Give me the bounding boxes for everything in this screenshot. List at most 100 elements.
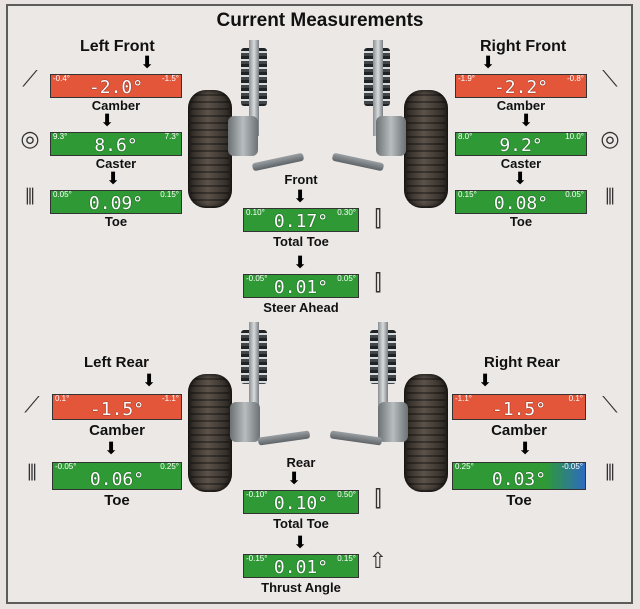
left-rear-camber-arrow-icon: ⬇ [142, 371, 157, 390]
rear-total-toe-arrow-icon: ⬇ [287, 469, 302, 488]
rear-total-toe-value: 0.10° [273, 493, 329, 514]
rear-center-header: Rear [286, 455, 316, 470]
left-rear-camber-max: -1.1° [162, 394, 179, 403]
front-left-knuckle [228, 116, 258, 156]
front-total-toe-value: 0.17° [273, 211, 329, 232]
right-front-caster-min: 8.0° [458, 132, 473, 141]
left-front-camber-value: -2.0° [88, 77, 144, 98]
right-front-camber-arrow-icon: ⬇ [481, 53, 496, 72]
thrust-angle-arrow-icon: ⬇ [293, 533, 308, 552]
right-rear-toe-min: 0.25° [455, 462, 474, 471]
wheel-toe-icon: ⫴ [25, 184, 35, 209]
wheel-camber-icon: ⟍ [602, 392, 618, 417]
right-front-caster-label: Caster [500, 156, 542, 171]
front-total-toe-max: 0.30° [337, 208, 356, 217]
left-front-caster-value: 8.6° [94, 135, 138, 156]
left-front-caster-gauge: ⬇ 9.3° 7.3° 8.6° [50, 112, 182, 156]
rear-total-toe-max: 0.50° [337, 490, 356, 499]
front-left-strut [249, 40, 259, 136]
left-front-toe-value: 0.09° [88, 193, 144, 214]
left-front-toe-bar: 0.05° 0.15° 0.09° [50, 190, 182, 214]
rear-total-toe-gauge: ⬇ -0.10° 0.50° 0.10° [243, 470, 359, 514]
right-front-camber-max: -0.8° [567, 74, 584, 83]
wheel-caster-icon: ◎ [20, 126, 40, 151]
front-total-toe-min: 0.10° [246, 208, 265, 217]
right-rear-toe-gauge: ⬇ 0.25° -0.05° 0.03° [452, 440, 586, 490]
left-rear-camber-value: -1.5° [89, 399, 145, 420]
front-right-knuckle [376, 116, 406, 156]
wheel-caster-icon: ◎ [600, 126, 620, 151]
right-rear-camber-min: -1.1° [455, 394, 472, 403]
steer-ahead-label: Steer Ahead [263, 300, 339, 315]
right-rear-camber-value: -1.5° [491, 399, 547, 420]
right-front-caster-max: 10.0° [565, 132, 584, 141]
right-front-toe-min: 0.15° [458, 190, 477, 199]
right-front-toe-bar: 0.15° 0.05° 0.08° [455, 190, 587, 214]
thrust-angle-min: -0.15° [246, 554, 268, 563]
steer-ahead-bar: -0.05° 0.05° 0.01° [243, 274, 359, 298]
left-rear-camber-gauge: ⬇ 0.1° -1.1° -1.5° [52, 372, 182, 420]
rear-right-strut [378, 322, 388, 422]
left-front-toe-arrow-icon: ⬇ [106, 169, 121, 188]
left-rear-toe-bar: -0.05° 0.25° 0.06° [52, 462, 182, 490]
right-rear-camber-max: 0.1° [568, 394, 583, 403]
right-rear-camber-bar: -1.1° 0.1° -1.5° [452, 394, 586, 420]
wheel-camber-icon: ⟍ [602, 66, 618, 91]
left-front-camber-label: Camber [91, 98, 141, 113]
page-title: Current Measurements [216, 10, 424, 31]
steer-ahead-max: 0.05° [337, 274, 356, 283]
left-front-header: Left Front [80, 38, 155, 55]
left-front-caster-min: 9.3° [53, 132, 68, 141]
left-rear-toe-value: 0.06° [89, 469, 145, 490]
right-front-toe-label: Toe [509, 214, 533, 229]
left-rear-camber-min: 0.1° [55, 394, 70, 403]
left-rear-toe-label: Toe [104, 492, 130, 509]
thrust-angle-gauge: ⬇ -0.15° 0.15° 0.01° [243, 534, 359, 578]
thrust-angle-bar: -0.15° 0.15° 0.01° [243, 554, 359, 578]
wheel-toe-icon: ⫴ [605, 460, 615, 485]
left-front-toe-max: 0.15° [160, 190, 179, 199]
left-front-caster-bar: 9.3° 7.3° 8.6° [50, 132, 182, 156]
right-front-caster-arrow-icon: ⬇ [519, 111, 534, 130]
thrust-angle-icon: ⇧ [368, 548, 388, 573]
left-front-caster-label: Caster [95, 156, 137, 171]
left-rear-toe-arrow-icon: ⬇ [104, 439, 119, 458]
wheel-camber-icon: ⟋ [22, 66, 38, 91]
right-front-toe-arrow-icon: ⬇ [513, 169, 528, 188]
rear-right-tire [404, 374, 448, 492]
right-rear-toe-label: Toe [506, 492, 532, 509]
wheel-camber-icon: ⟋ [24, 392, 40, 417]
right-rear-toe-arrow-icon: ⬇ [518, 439, 533, 458]
right-rear-camber-gauge: ⬇ -1.1° 0.1° -1.5° [452, 372, 586, 420]
right-front-camber-value: -2.2° [493, 77, 549, 98]
right-front-camber-bar: -1.9° -0.8° -2.2° [455, 74, 587, 98]
rear-total-toe-bar: -0.10° 0.50° 0.10° [243, 490, 359, 514]
left-rear-toe-max: 0.25° [160, 462, 179, 471]
left-front-camber-bar: -0.4° -1.5° -2.0° [50, 74, 182, 98]
front-total-toe-label: Total Toe [273, 234, 329, 249]
wheel-toe-icon: ⫴ [605, 184, 615, 209]
right-rear-toe-value: 0.03° [491, 469, 547, 490]
axle-toe-icon: ⫿ [374, 206, 382, 231]
steer-ahead-arrow-icon: ⬇ [293, 253, 308, 272]
left-rear-header: Left Rear [84, 354, 150, 371]
rear-left-knuckle [230, 402, 260, 442]
right-front-caster-value: 9.2° [499, 135, 543, 156]
right-rear-header: Right Rear [484, 354, 560, 371]
left-rear-toe-min: -0.05° [55, 462, 77, 471]
left-front-toe-label: Toe [104, 214, 128, 229]
steer-ahead-min: -0.05° [246, 274, 268, 283]
thrust-angle-label: Thrust Angle [261, 580, 341, 595]
right-front-caster-bar: 8.0° 10.0° 9.2° [455, 132, 587, 156]
right-front-toe-value: 0.08° [493, 193, 549, 214]
right-front-camber-gauge: ⬇ -1.9° -0.8° -2.2° [455, 54, 587, 98]
front-center-header: Front [284, 172, 318, 187]
left-rear-camber-label: Camber [89, 422, 145, 439]
wheel-toe-icon: ⫴ [27, 460, 37, 485]
axle-toe-icon: ⫿ [374, 270, 382, 295]
right-front-camber-label: Camber [496, 98, 546, 113]
steer-ahead-value: 0.01° [273, 277, 329, 298]
rear-total-toe-min: -0.10° [246, 490, 268, 499]
left-front-caster-max: 7.3° [164, 132, 179, 141]
left-front-caster-arrow-icon: ⬇ [100, 111, 115, 130]
